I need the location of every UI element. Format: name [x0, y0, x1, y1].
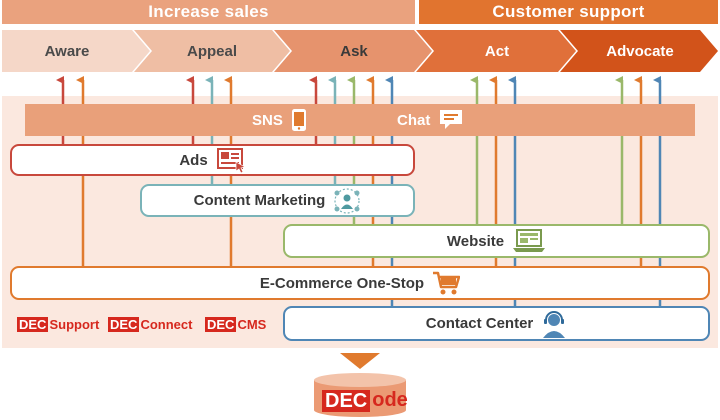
customer-support-label: Customer support [492, 2, 645, 21]
laptop-icon [512, 228, 546, 254]
decode-logo: DEC ode [322, 389, 408, 412]
operator-headset-icon [541, 310, 567, 338]
chat-bubble-icon [438, 108, 464, 132]
dec-cms-logo: DEC CMS [205, 317, 266, 332]
dec-cms-suffix: CMS [237, 317, 267, 332]
increase-sales-banner: Increase sales [2, 0, 415, 24]
stage-advocate-label: Advocate [606, 42, 674, 60]
ad-screen-icon [216, 147, 246, 174]
ecommerce-box: E-Commerce One-Stop [10, 266, 710, 300]
stage-ask-label: Ask [340, 42, 368, 60]
stage-aware: Aware [2, 30, 132, 72]
customer-support-banner: Customer support [419, 0, 718, 24]
stage-chevron-appeal [134, 30, 290, 72]
content-marketing-label: Content Marketing [193, 192, 326, 209]
content-marketing-box: Content Marketing [140, 184, 415, 217]
shopping-cart-icon [432, 270, 461, 296]
increase-sales-label: Increase sales [148, 2, 269, 21]
dec-connect-prefix: DEC [108, 317, 140, 332]
stage-chevron-act [416, 30, 576, 72]
contact-center-label: Contact Center [425, 315, 534, 332]
contact-center-box: Contact Center [283, 306, 710, 341]
decode-suffix: ode [372, 389, 408, 411]
stage-chevron-aware [2, 30, 150, 72]
dec-connect-logo: DEC Connect [108, 317, 192, 332]
stage-chevron-advocate [560, 30, 718, 72]
stage-appeal-label: Appeal [186, 42, 237, 60]
stage-appeal: Appeal [150, 30, 274, 72]
chat-channel: Chat [397, 104, 464, 136]
stage-ask: Ask [292, 30, 416, 72]
stage-aware-label: Aware [44, 42, 90, 60]
stage-act: Act [434, 30, 560, 72]
ads-box: Ads [10, 144, 415, 176]
website-box: Website [283, 224, 710, 258]
network-person-icon [333, 187, 361, 215]
dec-support-prefix: DEC [17, 317, 49, 332]
down-arrow-icon [340, 353, 380, 369]
website-label: Website [446, 232, 505, 250]
decode-prefix: DEC [322, 389, 371, 412]
stage-chevrons [2, 30, 718, 72]
ads-label: Ads [179, 151, 208, 169]
sns-chat-bar [25, 104, 695, 136]
dec-cms-prefix: DEC [205, 317, 237, 332]
sns-channel: SNS [252, 104, 307, 136]
dec-support-logo: DEC Support [17, 317, 99, 332]
stage-advocate: Advocate [578, 30, 702, 72]
ecommerce-label: E-Commerce One-Stop [259, 274, 425, 292]
chat-label: Chat [397, 111, 431, 129]
smartphone-icon [291, 108, 307, 132]
stage-chevron-ask [274, 30, 432, 72]
dec-connect-suffix: Connect [140, 317, 193, 332]
sns-label: SNS [252, 111, 283, 129]
stage-act-label: Act [484, 42, 510, 60]
dec-support-suffix: Support [49, 317, 100, 332]
